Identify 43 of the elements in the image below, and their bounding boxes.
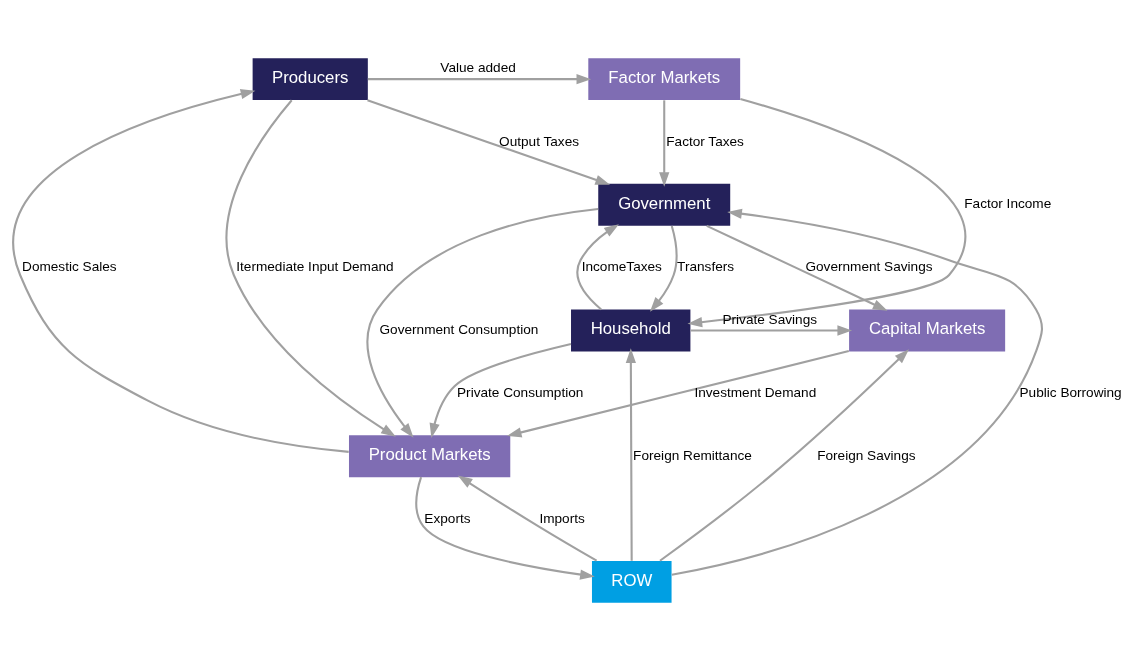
edge-label: Private Consumption bbox=[457, 384, 584, 400]
arrow bbox=[671, 208, 1043, 576]
edge-label: Government Savings bbox=[805, 259, 933, 275]
node-box: Household bbox=[571, 309, 691, 352]
arrow bbox=[367, 99, 611, 185]
arrow bbox=[576, 224, 619, 311]
edge-label: Investment Demand bbox=[694, 384, 817, 400]
arrow bbox=[506, 350, 850, 438]
edge-label: Value added bbox=[440, 60, 516, 76]
node-box: Product Markets bbox=[349, 435, 511, 478]
edge-label: Factor Taxes bbox=[666, 133, 744, 149]
arrow bbox=[649, 225, 678, 312]
edge-label: Itermediate Input Demand bbox=[236, 259, 394, 275]
edge-label: Output Taxes bbox=[499, 133, 580, 149]
arrow bbox=[367, 74, 592, 85]
node-box: ROW bbox=[591, 560, 672, 603]
edge-label: Imports bbox=[539, 510, 585, 526]
arrow bbox=[225, 99, 396, 437]
arrow bbox=[687, 97, 966, 328]
arrow bbox=[659, 349, 909, 562]
node-box: Producers bbox=[252, 58, 368, 101]
node-box: Factor Markets bbox=[588, 58, 741, 101]
edge-label: Exports bbox=[424, 510, 471, 526]
arrow bbox=[706, 224, 888, 311]
arrow bbox=[690, 325, 853, 336]
edge-label: Foreign Savings bbox=[817, 447, 916, 463]
edge-label: Public Borrowing bbox=[1019, 384, 1122, 400]
edge-label: Private Savings bbox=[722, 311, 818, 327]
arrow bbox=[659, 100, 670, 187]
arrow bbox=[457, 475, 598, 562]
edge-label: Transfers bbox=[677, 259, 735, 275]
edge-label: Government Consumption bbox=[379, 322, 539, 338]
arrow bbox=[366, 207, 599, 438]
arrow bbox=[429, 343, 572, 439]
node-box: Capital Markets bbox=[849, 309, 1006, 352]
edge-label: IncomeTaxes bbox=[581, 259, 662, 275]
arrow bbox=[415, 476, 595, 580]
edge-label: Domestic Sales bbox=[22, 259, 117, 275]
arrow bbox=[12, 89, 349, 453]
edge-label: Factor Income bbox=[964, 196, 1052, 212]
arrow bbox=[625, 348, 636, 561]
node-box: Government bbox=[598, 183, 731, 226]
edge-label: Foreign Remittance bbox=[633, 447, 752, 463]
